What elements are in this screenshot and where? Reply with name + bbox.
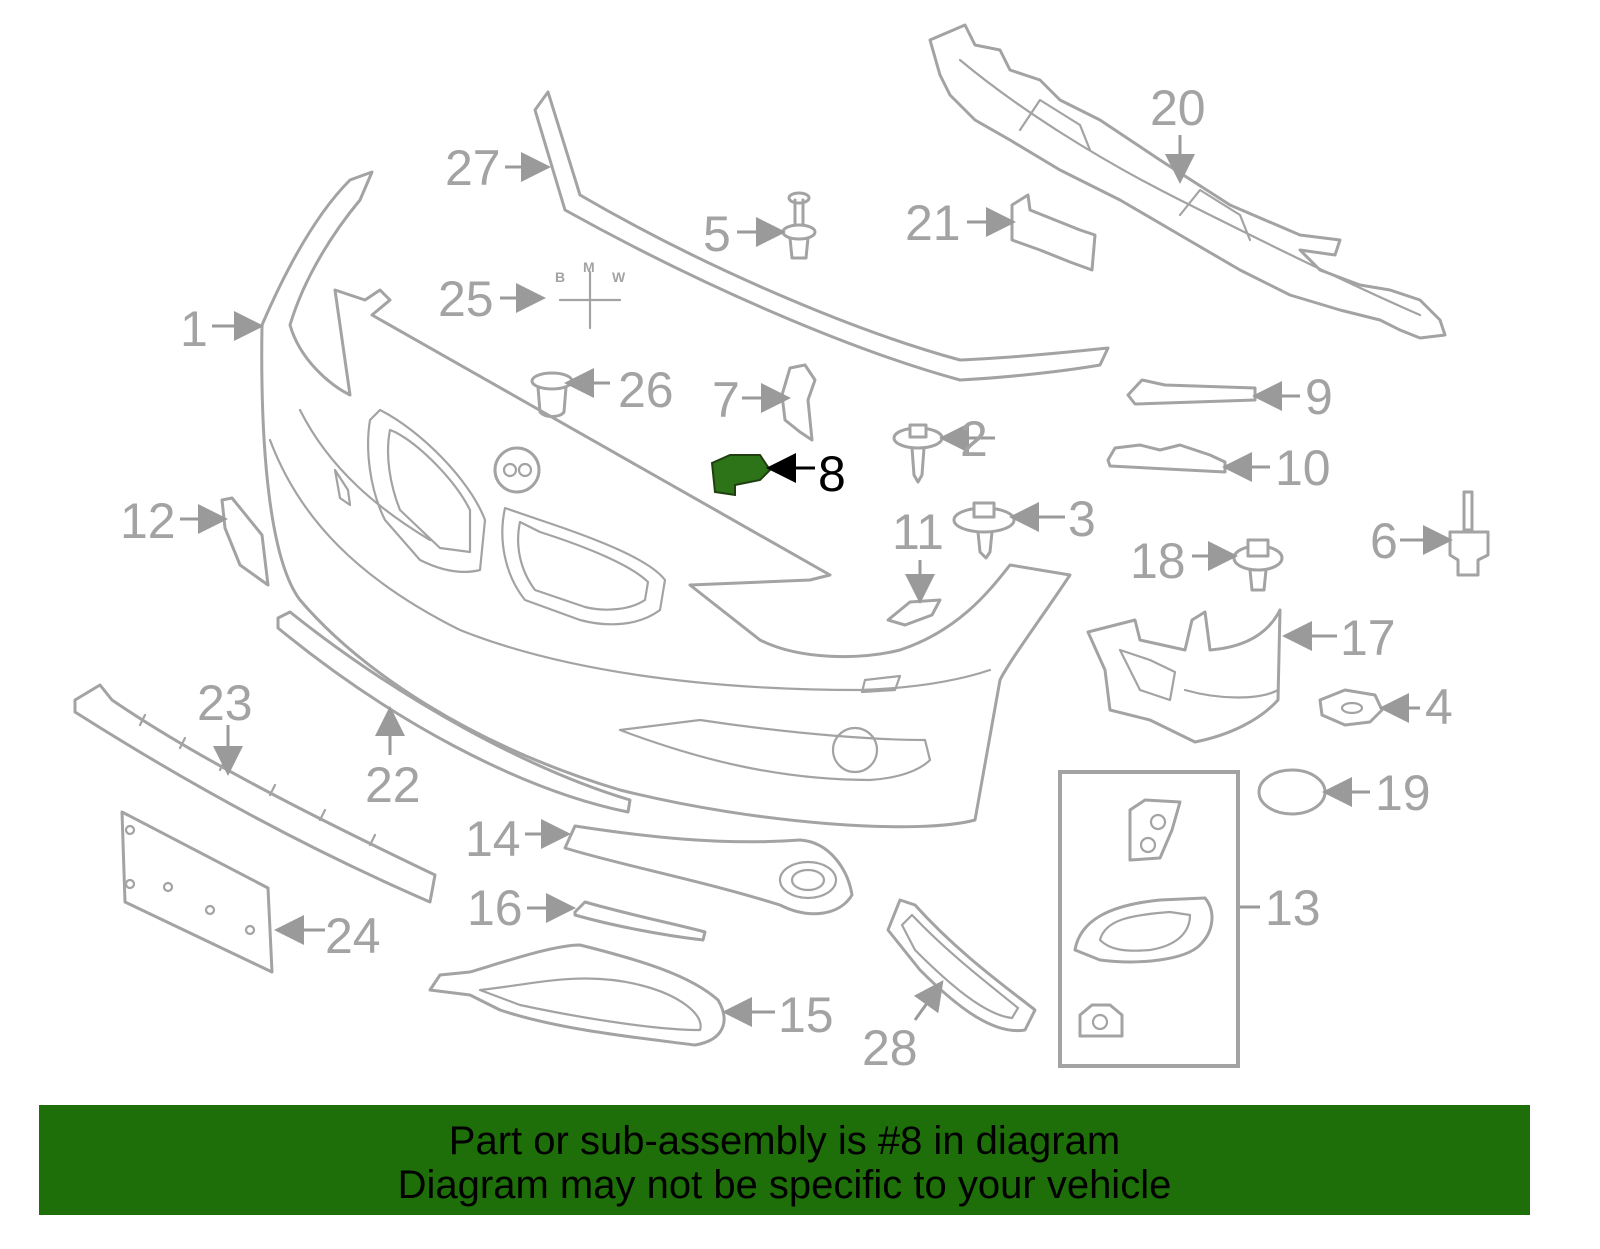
stud-6-part [1448,490,1490,577]
fog-trim-14-part [563,824,854,916]
screw-3-part [952,501,1016,560]
callout-3: 3 [1068,491,1096,547]
callout-22: 22 [365,757,421,813]
inset-box-13 [1058,770,1240,1068]
callout-13: 13 [1265,880,1321,936]
leader-arrows [180,135,1453,1027]
trim-10-part [1106,443,1227,474]
callout-19: 19 [1375,765,1431,821]
callout-27: 27 [445,140,501,196]
callout-4: 4 [1425,679,1453,735]
callout-8-highlighted: 8 [818,446,846,502]
fog-bezel-15-part [428,943,726,1047]
callout-11: 11 [892,504,944,560]
badge-letter-b: B [555,269,565,285]
license-plate-24-part [120,810,274,974]
cover-11-part [886,598,942,627]
highlighted-part-8 [710,454,772,497]
callout-14: 14 [465,811,521,867]
info-banner: Part or sub-assembly is #8 in diagram Di… [39,1105,1530,1215]
upper-trim-strip-part [533,90,1110,382]
cover-12-part [220,496,270,587]
trim-9-part [1126,378,1257,406]
callout-20: 20 [1150,80,1206,136]
callout-7: 7 [712,372,740,428]
trim-16-part [573,900,707,942]
callout-28: 28 [862,1020,918,1076]
lower-strip-22-part [276,610,632,814]
reinforcement-bar-part [928,23,1447,340]
callout-5: 5 [703,206,731,262]
callout-24: 24 [325,908,381,964]
push-clip-5-part [781,191,817,260]
callout-9: 9 [1305,369,1333,425]
gasket-19-part [1257,768,1327,816]
callout-16: 16 [467,880,523,936]
callout-1: 1 [180,301,208,357]
callout-21: 21 [905,195,961,251]
badge-letter-w: W [612,269,626,285]
callout-25: 25 [438,271,494,327]
callout-26: 26 [618,362,674,418]
callout-12: 12 [120,493,176,549]
callout-18: 18 [1130,533,1186,589]
screw-2-part [892,423,944,484]
bracket-17-part [1086,608,1282,744]
bmw-badge-25-part: B M W [555,259,626,330]
callout-23: 23 [197,675,253,731]
nut-4-part [1318,688,1384,727]
badge-letter-m: M [583,259,595,275]
bracket-7-part [780,363,817,442]
banner-line-part-number: Part or sub-assembly is #8 in diagram [448,1119,1121,1163]
callout-numbers: 1 2 3 4 5 6 7 8 9 10 11 12 13 14 15 16 1… [120,80,1453,1076]
banner-line-disclaimer: Diagram may not be specific to your vehi… [397,1163,1172,1207]
bolt-18-part [1232,538,1284,592]
callout-6: 6 [1370,513,1398,569]
callout-15: 15 [778,987,834,1043]
bumper-cover-part [260,170,1072,829]
callout-2: 2 [960,411,988,467]
callout-17: 17 [1340,610,1396,666]
trim-28-part [886,898,1037,1033]
bracket-21-part [1010,193,1097,272]
callout-10: 10 [1275,440,1331,496]
